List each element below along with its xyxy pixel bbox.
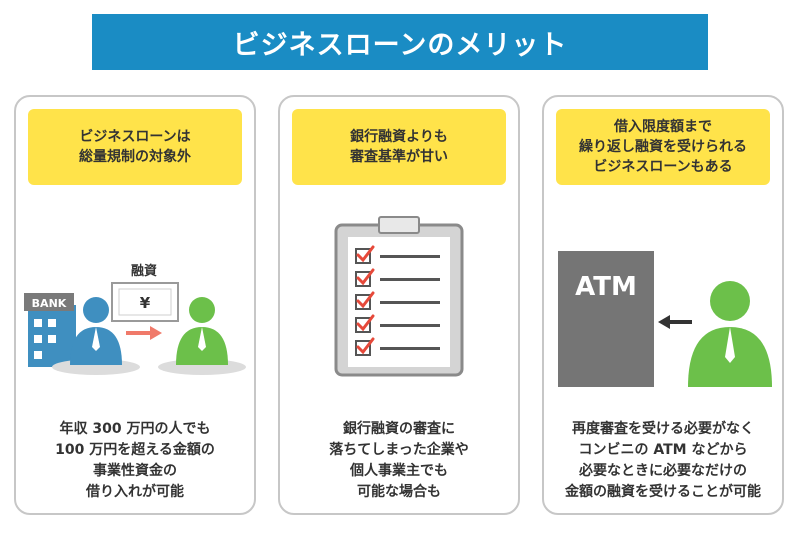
card-description: 銀行融資の審査に 落ちてしまった企業や 個人事業主でも 可能な場合も [280,419,518,503]
card-heading-line: 審査基準が甘い [350,149,448,165]
checklist-item [355,291,440,310]
merit-card-screening: 銀行融資よりも 審査基準が甘い 銀行融資の審査に 落ちてしまった企業や 個人事業… [278,95,520,515]
card-heading: 銀行融資よりも 審査基準が甘い [292,109,506,185]
checklist-line [380,324,440,327]
check-mark-icon [356,314,375,332]
checklist-item [355,314,440,333]
card-heading-line: 借入限度額まで [614,119,712,135]
checklist-item [355,268,440,287]
description-line: 銀行融資の審査に [343,421,455,437]
card-heading-line: ビジネスローンもある [593,159,733,175]
atm-label: ATM [575,272,637,302]
page-title: ビジネスローンのメリット [232,29,568,61]
checklist-line [380,255,440,258]
checkbox-icon [355,271,371,287]
merit-card-revolving: 借入限度額まで 繰り返し融資を受けられる ビジネスローンもある ATM 再度審査… [542,95,784,515]
description-line: 借り入れが可能 [86,484,184,500]
description-line: 年収 300 万円の人でも [59,421,211,437]
check-mark-icon [356,291,375,309]
card-description: 再度審査を受ける必要がなく コンビニの ATM などから 必要なときに必要なだけ… [544,419,782,503]
checkbox-icon [355,248,371,264]
checklist [355,245,440,356]
description-line: 可能な場合も [357,484,441,500]
card-heading: 借入限度額まで 繰り返し融資を受けられる ビジネスローンもある [556,109,770,185]
card-heading-line: 総量規制の対象外 [79,149,191,165]
atm-illustration: ATM [558,251,772,387]
svg-text:¥: ¥ [140,294,151,312]
title-banner: ビジネスローンのメリット [92,14,708,70]
description-line: 金額の融資を受けることが可能 [565,484,761,500]
loan-label: 融資 [131,263,157,279]
checklist-item [355,245,440,264]
arrow-left-icon [658,315,692,329]
bank-building-icon: BANK [24,293,76,367]
checkbox-icon [355,317,371,333]
description-line: 100 万円を超える金額の [55,442,215,458]
description-line: 再度審査を受ける必要がなく [572,421,754,437]
merit-card-total-volume: ビジネスローンは 総量規制の対象外 BANK 融資 ¥ [14,95,256,515]
checklist-line [380,278,440,281]
atm-machine-icon: ATM [558,251,654,387]
bank-sign: BANK [32,297,67,310]
checklist-item [355,337,440,356]
card-heading-line: ビジネスローンは [79,129,191,145]
yen-note-icon: ¥ [111,282,179,322]
clipboard-checklist-icon [334,216,464,377]
customer-person-icon [688,281,772,387]
check-mark-icon [356,337,375,355]
description-line: コンビニの ATM などから [578,442,748,458]
description-line: 個人事業主でも [350,463,448,479]
card-heading-line: 繰り返し融資を受けられる [579,139,747,155]
borrower-person-icon [158,297,246,375]
check-mark-icon [356,245,375,263]
description-line: 必要なときに必要なだけの [579,463,747,479]
card-description: 年収 300 万円の人でも 100 万円を超える金額の 事業性資金の 借り入れが… [16,419,254,503]
checkbox-icon [355,294,371,310]
description-line: 落ちてしまった企業や [329,442,469,458]
checklist-line [380,347,440,350]
bank-loan-illustration: BANK 融資 ¥ [24,263,246,375]
card-heading: ビジネスローンは 総量規制の対象外 [28,109,242,185]
arrow-right-icon [126,326,162,340]
check-mark-icon [356,268,375,286]
checklist-line [380,301,440,304]
card-heading-line: 銀行融資よりも [350,129,448,145]
bank-staff-icon [52,297,140,375]
checkbox-icon [355,340,371,356]
description-line: 事業性資金の [93,463,177,479]
